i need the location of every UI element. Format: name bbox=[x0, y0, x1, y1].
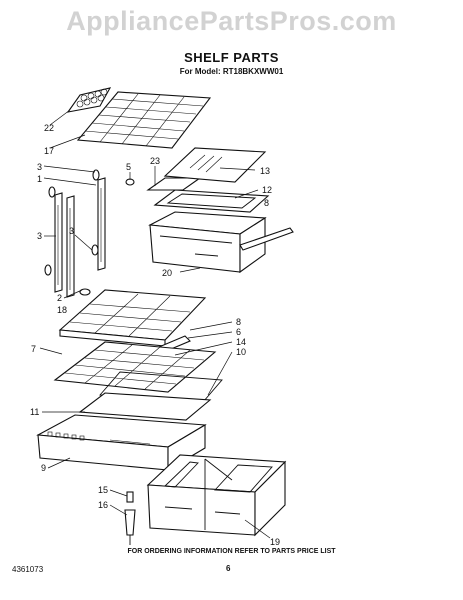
ordering-note: FOR ORDERING INFORMATION REFER TO PARTS … bbox=[127, 548, 336, 555]
callout-13: 13 bbox=[260, 166, 270, 176]
watermark: AppliancePartsPros.com bbox=[66, 6, 397, 36]
callout-8: 8 bbox=[264, 198, 269, 208]
part-glass-insert bbox=[78, 392, 212, 421]
callout-3b: 3 bbox=[69, 226, 74, 236]
callout-9: 9 bbox=[41, 463, 46, 473]
callout-8b: 8 bbox=[236, 317, 241, 327]
callout-6: 6 bbox=[236, 327, 241, 337]
callout-23: 23 bbox=[150, 156, 160, 166]
callout-3c: 3 bbox=[37, 231, 42, 241]
leader-lines bbox=[39, 109, 271, 539]
callout-1: 1 bbox=[37, 174, 42, 184]
document-number: 4361073 bbox=[12, 565, 44, 574]
page-title: SHELF PARTS bbox=[184, 50, 279, 65]
part-slide-rod-upper bbox=[239, 227, 294, 251]
part-shelf-rails bbox=[44, 169, 135, 298]
callout-19: 19 bbox=[270, 537, 280, 547]
callout-labels: 22 17 3 1 5 23 13 12 8 3 20 3 2 18 8 6 1… bbox=[30, 123, 280, 547]
part-glass-cover bbox=[163, 147, 267, 183]
callout-3: 3 bbox=[37, 162, 42, 172]
callout-2: 2 bbox=[57, 293, 62, 303]
part-cover-frame bbox=[153, 189, 270, 213]
part-egg-tray bbox=[66, 87, 112, 113]
callout-7: 7 bbox=[31, 344, 36, 354]
callout-17: 17 bbox=[44, 146, 54, 156]
callout-14: 14 bbox=[236, 337, 246, 347]
callout-20: 20 bbox=[162, 268, 172, 278]
part-hinge-screw bbox=[124, 491, 136, 545]
part-top-wire-shelf bbox=[76, 91, 212, 149]
callout-16: 16 bbox=[98, 500, 108, 510]
callout-22: 22 bbox=[44, 123, 54, 133]
part-lower-pans bbox=[146, 454, 287, 537]
callout-11: 11 bbox=[30, 407, 39, 417]
callout-18: 18 bbox=[57, 305, 67, 315]
page-number: 6 bbox=[226, 564, 231, 573]
callout-10: 10 bbox=[236, 347, 246, 357]
callout-12: 12 bbox=[262, 185, 272, 195]
callout-5: 5 bbox=[126, 162, 131, 172]
model-line: For Model: RT18BKXWW01 bbox=[179, 67, 284, 76]
part-cover-support bbox=[146, 177, 202, 191]
callout-15: 15 bbox=[98, 485, 108, 495]
part-wire-shelf bbox=[53, 341, 217, 393]
